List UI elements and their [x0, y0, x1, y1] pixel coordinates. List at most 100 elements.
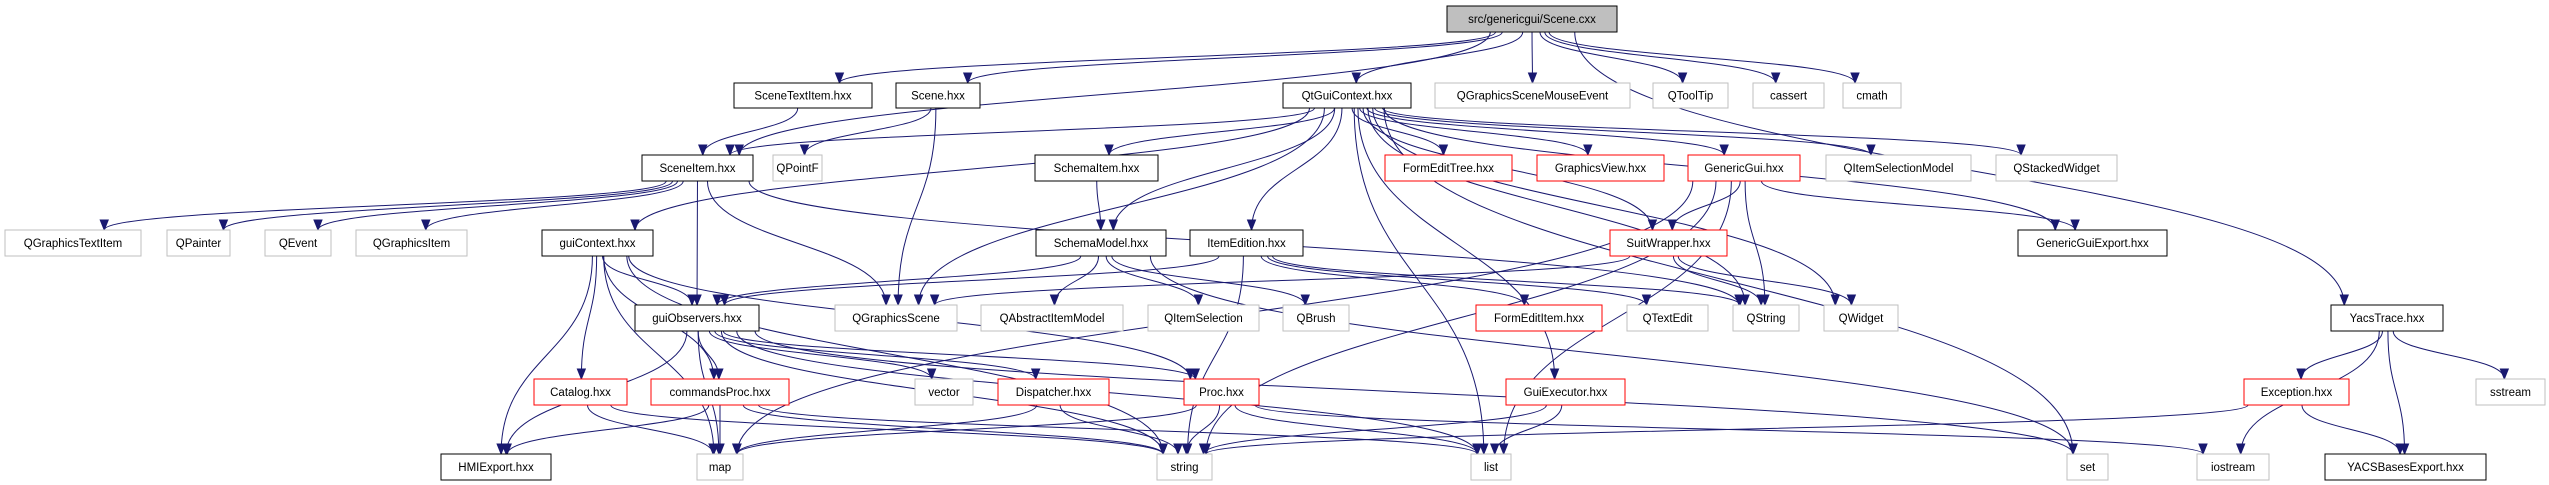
edge-line: [634, 107, 1311, 231]
node-box: [895, 82, 981, 109]
node-scene_cxx[interactable]: src/genericgui/Scene.cxx: [1446, 5, 1618, 33]
node-label: ItemEdition.hxx: [1207, 238, 1286, 250]
node-formedittree[interactable]: FormEditTree.hxx: [1384, 154, 1513, 182]
edge-line: [103, 180, 667, 231]
edge-guiobservers-to-set: [754, 330, 2078, 456]
node-scene_hxx[interactable]: Scene.hxx: [895, 82, 981, 109]
arrowhead-icon: [1181, 443, 1192, 456]
edge-commandsproc-to-map: [715, 405, 725, 456]
node-label: SchemaItem.hxx: [1054, 163, 1140, 175]
node-box: [2330, 304, 2444, 332]
edge-scenetextitem-to-sceneitem: [698, 107, 799, 157]
node-qtooltip: QToolTip: [1652, 82, 1729, 109]
arrowhead-icon: [1300, 294, 1310, 307]
node-yacsbasesexport[interactable]: YACSBasesExport.hxx: [2324, 453, 2487, 481]
arrowhead-icon: [576, 368, 587, 381]
edge-line: [626, 255, 1164, 455]
node-box: [2475, 378, 2546, 406]
node-yacstrace[interactable]: YacsTrace.hxx: [2330, 304, 2444, 332]
edge-line: [1251, 107, 1343, 231]
node-label: FormEditTree.hxx: [1403, 163, 1494, 175]
node-label: map: [709, 462, 731, 474]
node-label: QBrush: [1297, 313, 1336, 325]
node-label: cmath: [1856, 91, 1887, 103]
edge-commandsproc-to-hmiexport: [502, 404, 710, 456]
node-box: [733, 82, 873, 109]
edge-itemedition-to-formedititem: [1260, 255, 1530, 307]
node-label: SuitWrapper.hxx: [1626, 238, 1710, 250]
node-commandsproc[interactable]: commandsProc.hxx: [650, 378, 790, 406]
edge-schemamodel-to-guiobservers: [712, 255, 1082, 307]
node-box: [1752, 82, 1825, 109]
arrowhead-icon: [1489, 443, 1500, 456]
node-guicontext[interactable]: guiContext.hxx: [541, 229, 654, 257]
node-label: string: [1170, 462, 1198, 474]
node-label: QAbstractItemModel: [1000, 313, 1105, 325]
arrowhead-icon: [1498, 443, 1509, 456]
node-scenetextitem[interactable]: SceneTextItem.hxx: [733, 82, 873, 109]
node-schemamodel[interactable]: SchemaModel.hxx: [1035, 229, 1167, 257]
node-box: [914, 378, 974, 406]
arrowhead-icon: [2395, 443, 2405, 456]
node-genericguiexport[interactable]: GenericGuiExport.hxx: [2017, 229, 2168, 257]
node-guiexecutor[interactable]: GuiExecutor.hxx: [1505, 378, 1626, 406]
node-label: QEvent: [279, 238, 318, 250]
edge-sceneitem-to-qgraphicstextitem: [99, 180, 667, 232]
node-label: Exception.hxx: [2261, 387, 2333, 399]
arrowhead-icon: [1549, 368, 1560, 381]
edge-line: [702, 107, 799, 156]
node-proc[interactable]: Proc.hxx: [1183, 378, 1260, 406]
node-itemedition[interactable]: ItemEdition.hxx: [1189, 229, 1304, 257]
edge-schemamodel-to-qbrush: [1111, 255, 1310, 307]
edge-genericgui-to-suitwrapper: [1667, 180, 1741, 232]
node-hmiexport[interactable]: HMIExport.hxx: [440, 453, 552, 481]
arrowhead-icon: [2339, 294, 2349, 307]
node-schemaitem[interactable]: SchemaItem.hxx: [1034, 154, 1159, 182]
node-suitwrapper[interactable]: SuitWrapper.hxx: [1609, 229, 1728, 257]
edge-line: [1267, 255, 1647, 306]
node-guiobservers[interactable]: guiObservers.hxx: [634, 304, 760, 332]
edge-line: [1053, 255, 1100, 306]
arrowhead-icon: [1438, 144, 1449, 157]
edge-qtguicontext-to-guicontext: [630, 107, 1311, 232]
edge-guiobservers-to-vector: [708, 330, 937, 381]
node-graphicsview[interactable]: GraphicsView.hxx: [1536, 154, 1665, 182]
edge-line: [1105, 255, 1199, 306]
edge-line: [934, 255, 1631, 306]
node-box: [2196, 453, 2270, 481]
edge-guiobservers-to-commandsproc: [697, 330, 724, 381]
node-dispatcher[interactable]: Dispatcher.hxx: [997, 378, 1110, 406]
edge-dispatcher-to-string: [1059, 404, 1183, 456]
edge-line: [754, 330, 2074, 455]
node-qpointf: QPointF: [772, 154, 823, 182]
edge-line: [222, 180, 674, 231]
node-genericgui[interactable]: GenericGui.hxx: [1687, 154, 1801, 182]
node-formedititem[interactable]: FormEditItem.hxx: [1475, 304, 1603, 332]
node-exception[interactable]: Exception.hxx: [2243, 378, 2350, 406]
node-catalog[interactable]: Catalog.hxx: [533, 378, 628, 406]
edge-line: [1260, 255, 1525, 306]
node-label: list: [1484, 462, 1499, 474]
arrowhead-icon: [799, 144, 810, 157]
arrowhead-icon: [2016, 144, 2026, 157]
node-box: [1609, 229, 1728, 257]
node-label: iostream: [2211, 462, 2255, 474]
edge-line: [425, 180, 684, 231]
arrowhead-icon: [712, 294, 722, 307]
node-sceneitem[interactable]: SceneItem.hxx: [641, 154, 754, 182]
node-qtguicontext[interactable]: QtGuiContext.hxx: [1282, 82, 1412, 109]
arrowhead-icon: [2050, 219, 2060, 232]
edge-itemedition-to-qtextedit: [1267, 255, 1652, 307]
edge-line: [1353, 107, 1485, 455]
node-set: set: [2066, 453, 2109, 481]
arrowhead-icon: [421, 219, 431, 232]
node-box: [1732, 304, 1800, 332]
edge-guiobservers-to-proc: [722, 330, 1201, 381]
node-label: GuiExecutor.hxx: [1524, 387, 1608, 399]
edge-line: [1351, 107, 1444, 156]
arrowhead-icon: [1479, 443, 1489, 456]
node-box: [1687, 154, 1801, 182]
node-sstream: sstream: [2475, 378, 2546, 406]
edge-qtguicontext-to-qstackedwidget: [1381, 107, 2026, 157]
